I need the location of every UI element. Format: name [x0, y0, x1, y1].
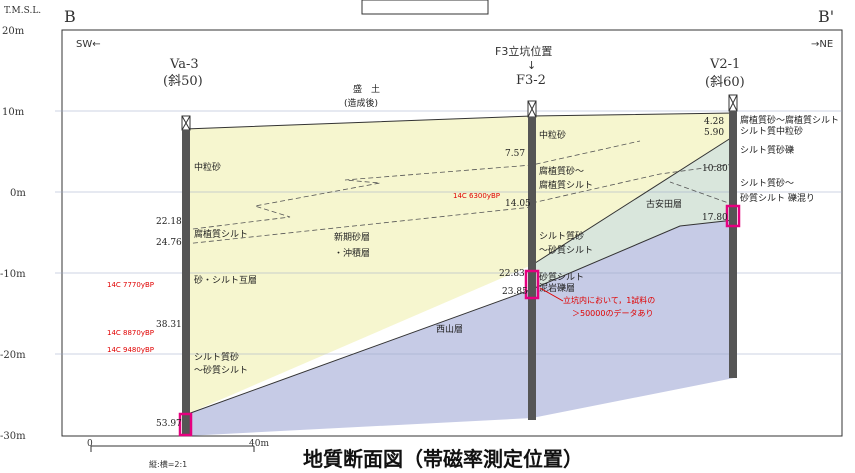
- depth-label: 22.18: [156, 217, 182, 227]
- shaft-note-line2: ＞50000のデータあり: [572, 308, 653, 318]
- note-leader-line: [539, 287, 564, 302]
- depth-labels: 22.18 24.76 38.31 53.97 7.57 14.05 22.83…: [156, 117, 728, 429]
- lithology-label: シルト質砂礫: [740, 144, 794, 156]
- diagram-title: 地質断面図（帯磁率測定位置）: [303, 447, 583, 471]
- alluvium-layer-label: ・沖積層: [334, 247, 370, 259]
- scale-zero: 0: [87, 439, 93, 449]
- va3-note: (斜50): [163, 74, 203, 89]
- lithology-labels-right: 腐植質砂～腐植質シルト シルト質中粒砂 シルト質砂礫 シルト質砂～ 砂質シルト …: [740, 114, 839, 204]
- lithology-label: ～砂質シルト: [194, 364, 248, 376]
- y-axis-ticks: 20m 10m 0m -10m -20m -30m: [0, 26, 26, 442]
- scale-bar: 0 40m 縦:横=2:1: [87, 439, 269, 469]
- lithology-label: 腐植質砂～腐植質シルト: [740, 114, 839, 126]
- depth-label: 38.31: [156, 320, 182, 330]
- susceptibility-marker: [178, 412, 193, 437]
- c14-age-label: 14C 9480yBP: [107, 346, 154, 354]
- va3-name: Va-3: [169, 57, 199, 72]
- lithology-label: 中粒砂: [539, 129, 566, 141]
- section-end-label: B': [818, 7, 834, 26]
- borehole-f32: [524, 100, 540, 420]
- depth-label: 24.76: [156, 238, 182, 248]
- depth-label: 10.80: [702, 164, 728, 174]
- lithology-label: シルト質中粒砂: [740, 125, 803, 137]
- nishiyama-layer-area: [185, 220, 734, 436]
- c14-age-label: 14C 7770yBP: [107, 281, 154, 289]
- elevation-label: T.M.S.L.: [4, 6, 41, 16]
- depth-label: 17.80: [702, 213, 728, 223]
- direction-right: →NE: [811, 39, 833, 50]
- title-frame: [361, 0, 489, 15]
- section-start-label: B: [64, 7, 76, 26]
- lithology-labels-left: 中粒砂 腐植質シルト 砂・シルト互層 シルト質砂 ～砂質シルト: [194, 161, 257, 376]
- fill-layer-label: 盛 土: [353, 83, 380, 95]
- lithology-label: 砂質シルト: [539, 271, 584, 283]
- lithology-label: 腐植質シルト: [194, 228, 248, 240]
- depth-label: 53.97: [156, 419, 182, 429]
- lithology-label: 砂・シルト互層: [194, 274, 257, 286]
- lithology-label: 中粒砂: [194, 161, 221, 173]
- depth-label: 5.90: [704, 128, 724, 138]
- lithology-label: シルト質砂～: [740, 177, 794, 189]
- y-tick-m20: -20m: [0, 350, 26, 361]
- section-frame: [61, 29, 843, 437]
- koyasuda-layer-label: 古安田層: [646, 198, 682, 210]
- susceptibility-marker: [725, 204, 741, 228]
- c14-age-label: 14C 6300yBP: [453, 192, 500, 200]
- v21-note: (斜60): [705, 75, 745, 90]
- f3-arrow: ↓: [527, 59, 536, 72]
- f32-name: F3-2: [516, 73, 546, 88]
- lithology-label: シルト質砂: [194, 351, 239, 363]
- depth-label: 4.28: [704, 117, 724, 127]
- nishiyama-layer-label: 西山層: [436, 324, 463, 335]
- lithology-label: 砂質シルト 礫混り: [740, 192, 815, 204]
- depth-label: 7.57: [505, 149, 525, 159]
- lithology-label: 泥岩礫層: [539, 282, 575, 294]
- lithology-labels-center: 中粒砂 腐植質砂～ 腐植質シルト シルト質砂 ～砂質シルト 砂質シルト 泥岩礫層: [539, 129, 593, 294]
- depth-label: 23.85: [502, 287, 528, 297]
- f3-shaft-label: F3立坑位置: [495, 44, 552, 58]
- depth-label: 22.83: [499, 269, 525, 279]
- y-tick-m30: -30m: [0, 431, 26, 442]
- koyasuda-layer-area: [530, 136, 734, 290]
- v21-name: V2-1: [709, 57, 740, 72]
- scale-ratio: 縦:横=2:1: [149, 459, 187, 469]
- lithology-label: シルト質砂: [539, 230, 584, 242]
- direction-left: SW←: [76, 39, 101, 50]
- shaft-note-line1: 立坑内において，1試料の: [563, 295, 655, 305]
- borehole-va3: [178, 115, 193, 437]
- susceptibility-marker: [524, 269, 540, 300]
- scale-end: 40m: [249, 439, 269, 449]
- depth-label: 14.05: [505, 199, 531, 209]
- y-tick-20: 20m: [2, 26, 25, 37]
- y-tick-m10: -10m: [0, 269, 26, 280]
- fill-layer-sublabel: (造成後): [344, 97, 378, 109]
- c14-age-label: 14C 8870yBP: [107, 329, 154, 337]
- lithology-label: ～砂質シルト: [539, 244, 593, 256]
- borehole-v21: [725, 94, 741, 378]
- y-tick-0: 0m: [10, 188, 26, 199]
- new-sand-layer-label: 新期砂層: [334, 231, 370, 243]
- lithology-label: 腐植質シルト: [539, 179, 593, 191]
- lithology-label: 腐植質砂～: [539, 165, 584, 177]
- y-tick-10: 10m: [2, 107, 25, 118]
